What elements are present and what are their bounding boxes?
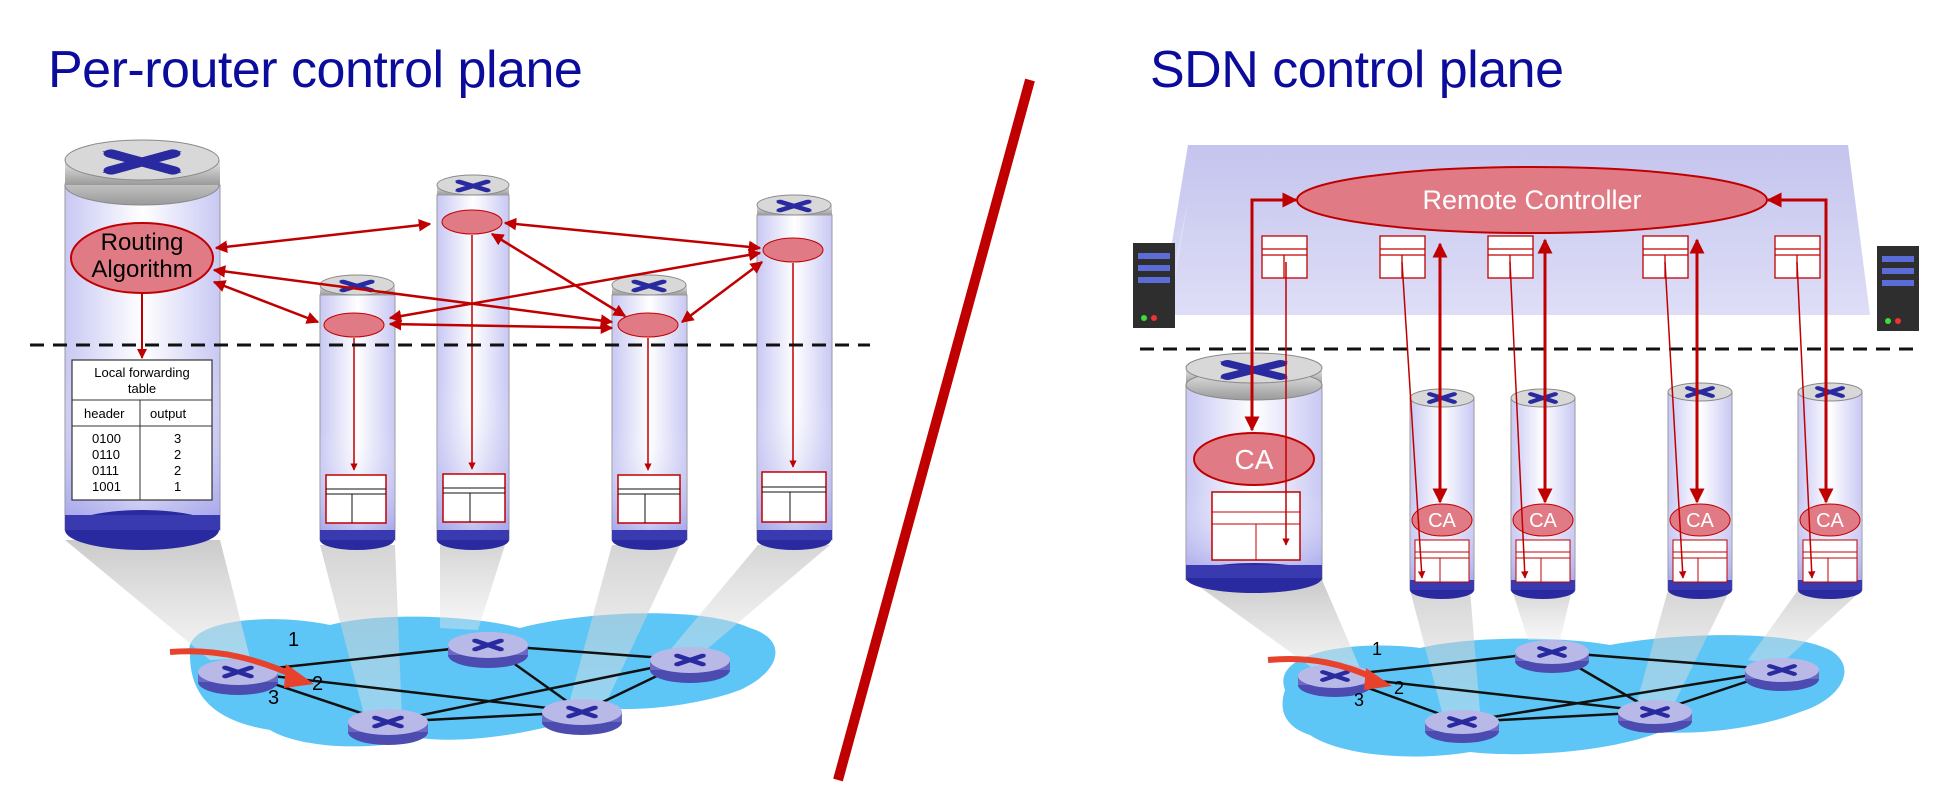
forwarding-table-row3-output: 2 [174, 463, 181, 478]
port-label-2-right: 2 [1394, 678, 1404, 698]
port-label-3-right: 3 [1354, 690, 1364, 710]
per-router-title: Per-router control plane [48, 41, 583, 99]
beam-left-3 [440, 545, 505, 630]
control-agent-main [1193, 432, 1315, 486]
control-agent-5-label: CA [1816, 510, 1844, 532]
beam-left-4 [570, 545, 680, 705]
network-router-right-d [1618, 700, 1692, 733]
control-agent-4 [1669, 503, 1731, 537]
forwarding-table-row4-output: 1 [174, 479, 181, 494]
port-label-2-left: 2 [312, 673, 323, 695]
router-cylinder-left-4 [611, 274, 688, 550]
sdn-title: SDN control plane [1150, 41, 1564, 99]
control-agent-5 [1799, 503, 1861, 537]
forwarding-table-title-1: Local forwarding [94, 365, 189, 380]
network-router-left-d [542, 699, 622, 735]
control-agent-3-label: CA [1529, 510, 1557, 532]
beam-right-2 [1410, 590, 1480, 712]
routing-algorithm-label-line2: Algorithm [91, 256, 192, 283]
control-agent-2-label: CA [1428, 510, 1456, 532]
forwarding-table-row2-output: 2 [174, 447, 181, 462]
router-cylinder-left-2 [319, 274, 396, 550]
network-router-right-c [1425, 710, 1499, 743]
router-cylinder-right-2 [1409, 388, 1475, 599]
routing-message-arrows [212, 217, 763, 335]
beam-left-5 [670, 545, 830, 655]
forwarding-table-row2-header: 0110 [92, 447, 120, 462]
forwarding-table-row3-header: 0111 [92, 463, 119, 478]
network-router-right-e [1745, 658, 1819, 691]
control-agent-main-label: CA [1235, 444, 1274, 475]
server-icon-right [1877, 246, 1919, 331]
routing-algorithm-label-line1: Routing [101, 229, 184, 256]
local-forwarding-table [71, 359, 213, 501]
router-cylinder-left-5 [756, 194, 833, 550]
remote-controller-label: Remote Controller [1422, 185, 1641, 215]
control-agent-3 [1512, 503, 1574, 537]
packet-arrowhead-right [1364, 668, 1392, 690]
router-cylinder-left-3 [436, 174, 510, 550]
beam-right-3 [1512, 590, 1572, 640]
beam-left-1 [65, 540, 250, 660]
beam-right-1 [1190, 580, 1360, 672]
center-divider [833, 78, 1035, 782]
control-agent-4-label: CA [1686, 510, 1714, 532]
network-router-right-b [1515, 640, 1589, 673]
port-label-3-left: 3 [268, 687, 279, 709]
controller-agent-arrows [1244, 192, 1834, 579]
forwarding-table-col-header: header [84, 406, 125, 421]
beam-left-2 [320, 545, 402, 720]
port-label-1-left: 1 [288, 629, 299, 651]
network-router-left-e [650, 647, 730, 683]
network-router-left-b [448, 632, 528, 668]
network-router-left-a [198, 659, 278, 695]
routing-algorithm-ellipse [70, 222, 214, 294]
server-icon-left [1133, 243, 1175, 328]
beam-right-4 [1636, 590, 1730, 708]
beam-right-5 [1748, 590, 1862, 665]
forwarding-table-title-2: table [128, 381, 156, 396]
forwarding-table-row1-output: 3 [174, 431, 181, 446]
control-agent-2 [1411, 503, 1473, 537]
forwarding-table-row1-header: 0100 [92, 431, 121, 446]
network-router-left-c [348, 709, 428, 745]
forwarding-table-col-output: output [150, 406, 187, 421]
port-label-1-right: 1 [1372, 639, 1382, 659]
packet-arrowhead-left [284, 664, 314, 688]
forwarding-table-row4-header: 1001 [92, 479, 121, 494]
